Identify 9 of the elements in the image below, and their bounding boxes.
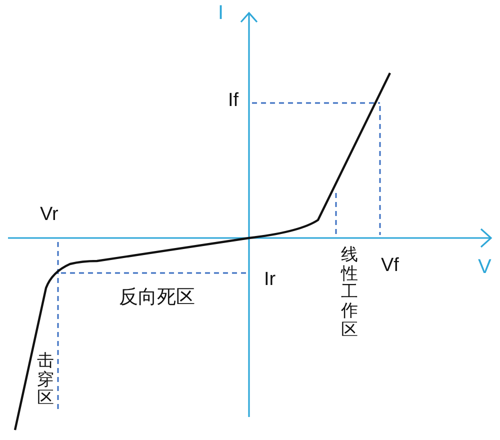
voltage-label: Vr — [40, 205, 58, 226]
region-label: 线性工作区 — [341, 246, 358, 340]
axis-label: V — [478, 256, 492, 278]
voltage-label: Vf — [381, 256, 399, 277]
current-label: Ir — [264, 270, 276, 291]
axis-label: I — [218, 2, 224, 24]
current-label: If — [228, 91, 239, 112]
region-label: 反向死区 — [119, 288, 195, 309]
region-label: 击穿区 — [37, 352, 54, 408]
